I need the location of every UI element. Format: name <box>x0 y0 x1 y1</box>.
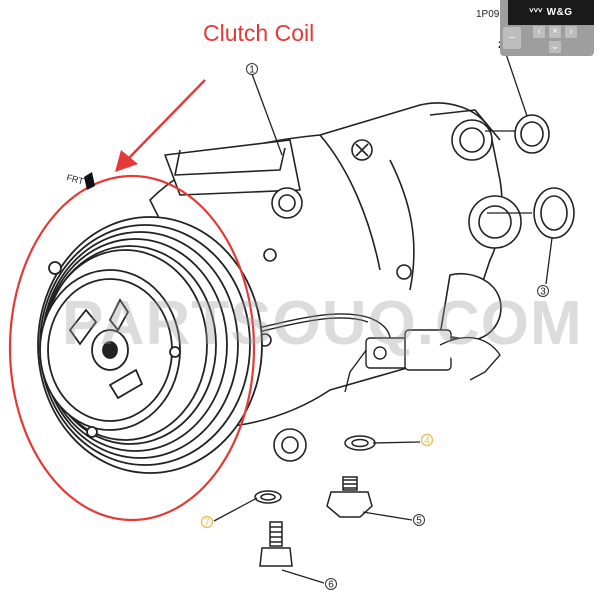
vvv-logo-icon: ⱽⱽⱽ <box>529 7 543 17</box>
front-marker: FRT <box>65 172 85 186</box>
nav-widget: ⱽⱽⱽ W&G ‒ ‹ × › ⌄ <box>500 0 594 56</box>
diagram-code: 1P09 <box>476 9 500 20</box>
clutch-pulley <box>37 216 263 474</box>
callout-label: 5 <box>416 516 422 527</box>
oring-3 <box>533 187 575 239</box>
front-marker-arrow-icon <box>84 172 95 190</box>
callout-label: 6 <box>328 580 334 591</box>
callout-label: 1 <box>249 65 255 76</box>
clutch-coil-highlight-ellipse <box>8 174 256 522</box>
fitting-5 <box>326 476 373 518</box>
nav-right-button[interactable]: › <box>565 26 577 38</box>
annotation-title: Clutch Coil <box>203 20 314 46</box>
callout-3[interactable]: 3 <box>537 285 549 298</box>
callout-5[interactable]: 5 <box>413 514 425 527</box>
callouts: 1 2 3 4 5 6 7 <box>200 40 549 591</box>
nav-left-button[interactable]: ‹ <box>533 26 545 38</box>
nav-side-button[interactable]: ‒ <box>503 27 521 49</box>
clutch-coil-arrow <box>126 79 206 161</box>
nav-close-button[interactable]: × <box>549 26 561 38</box>
clutch-coil-arrowhead <box>115 150 138 172</box>
callout-6[interactable]: 6 <box>325 578 337 591</box>
leader-lines <box>213 47 553 584</box>
callout-label: 7 <box>204 518 210 529</box>
wire-harness <box>249 313 501 393</box>
callout-7[interactable]: 7 <box>200 515 214 529</box>
brand-label: W&G <box>546 7 573 18</box>
brand-bar[interactable]: ⱽⱽⱽ W&G <box>508 0 594 25</box>
watermark: PARTSOUQ.COM <box>62 289 583 358</box>
callout-label: 3 <box>540 287 546 298</box>
oring-2 <box>514 114 550 154</box>
washer-4 <box>344 435 376 451</box>
bolt-6 <box>259 521 293 567</box>
washer-7 <box>254 490 282 504</box>
nav-down-button[interactable]: ⌄ <box>549 41 561 53</box>
callout-1[interactable]: 1 <box>246 63 258 76</box>
callout-label: 4 <box>424 436 430 447</box>
callout-4[interactable]: 4 <box>420 433 434 447</box>
